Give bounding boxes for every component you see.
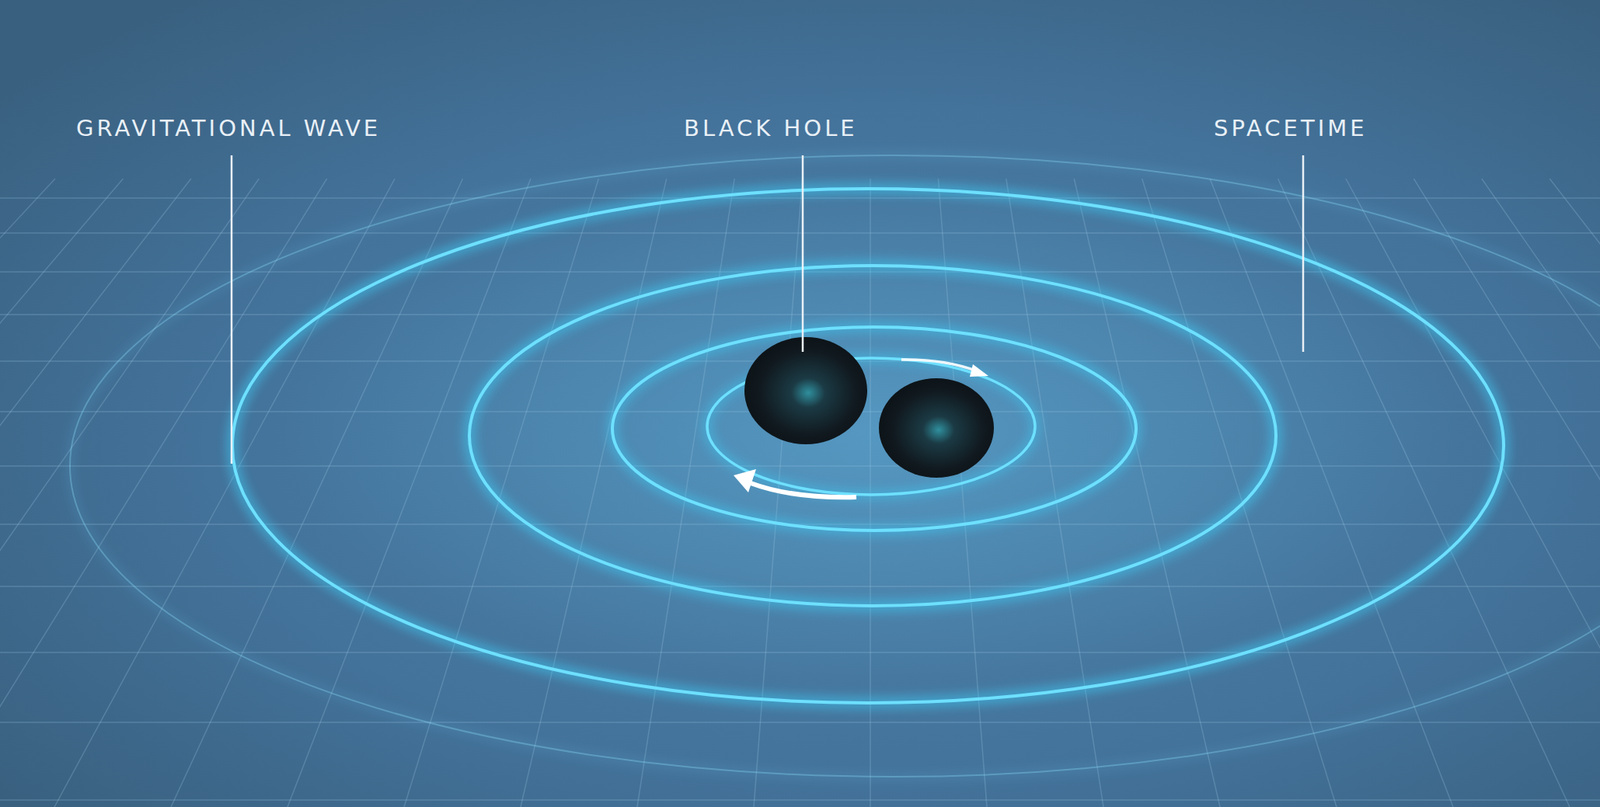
callout-label: GRAVITATIONAL WAVE [76, 116, 381, 142]
leader-line [230, 155, 234, 464]
black-holes [744, 337, 994, 478]
leader-line [1302, 155, 1305, 353]
orbit-arrows [733, 359, 989, 498]
callout-label: SPACETIME [1213, 116, 1368, 142]
gravitational-waves [69, 155, 1600, 778]
leader-line [801, 155, 805, 353]
callout-label: BLACK HOLE [683, 116, 858, 142]
black-hole [878, 378, 994, 478]
spacetime-grid [0, 178, 1600, 807]
black-hole [744, 337, 868, 445]
leader-lines [231, 155, 1304, 464]
